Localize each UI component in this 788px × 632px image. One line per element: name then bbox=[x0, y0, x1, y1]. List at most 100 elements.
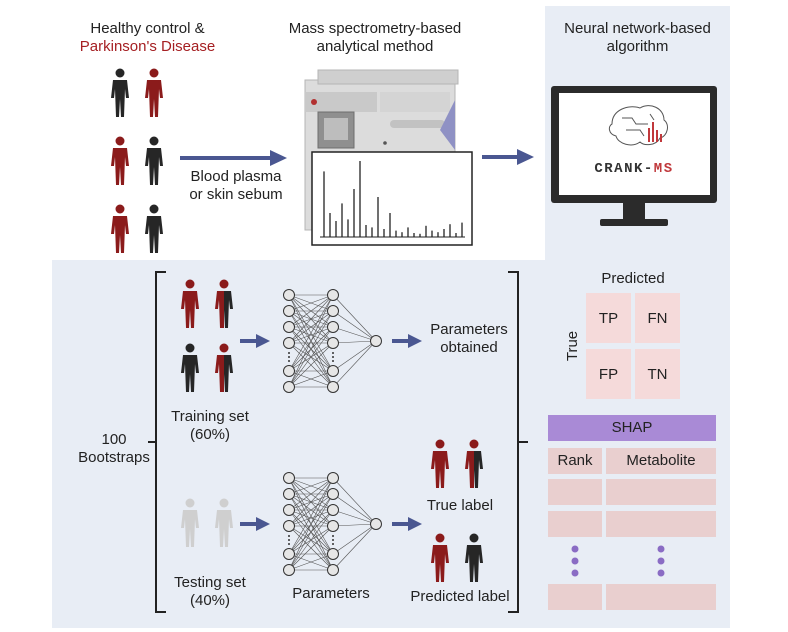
shap-rank-header-cell bbox=[548, 448, 602, 474]
nn-node bbox=[283, 337, 295, 349]
ellipsis-dot bbox=[657, 545, 665, 553]
bootstraps-label: 100 Bootstraps bbox=[72, 431, 156, 467]
nn-node bbox=[327, 472, 339, 484]
nn-connection bbox=[288, 477, 334, 527]
nn-node bbox=[327, 564, 339, 576]
nn-ellipsis-dot bbox=[288, 352, 290, 354]
ellipsis-dot bbox=[657, 557, 665, 565]
nn-connection bbox=[288, 525, 334, 571]
nn-connection bbox=[332, 523, 377, 527]
nn-connection bbox=[288, 294, 334, 372]
arrow-to-labels bbox=[392, 517, 422, 531]
predicted-label-caption: Predicted label bbox=[410, 588, 510, 605]
nn-connection bbox=[288, 553, 334, 571]
fn-cell-text: FN bbox=[647, 310, 668, 327]
nn-connection bbox=[288, 294, 334, 312]
ellipsis-dot bbox=[571, 569, 579, 577]
nn-node bbox=[283, 488, 295, 500]
ellipsis-dot bbox=[571, 557, 579, 565]
shap-row-cell bbox=[548, 584, 602, 610]
arrow-to-testing-network bbox=[240, 517, 270, 531]
nn-ellipsis-dot bbox=[288, 543, 290, 545]
nn-ellipsis-dot bbox=[288, 539, 290, 541]
pd-person-icon bbox=[215, 279, 233, 328]
nn-node bbox=[327, 305, 339, 317]
testing-neural-network bbox=[283, 472, 382, 576]
mass-spectrum-card bbox=[311, 151, 473, 246]
nn-node bbox=[327, 520, 339, 532]
nn-connection bbox=[288, 310, 334, 344]
nn-node bbox=[327, 381, 339, 393]
nn-node bbox=[283, 548, 295, 560]
nn-connection bbox=[288, 370, 334, 388]
true-label-caption: True label bbox=[426, 497, 494, 514]
shap-rank-column: Rank bbox=[557, 452, 593, 469]
shap-row-cell bbox=[606, 511, 716, 537]
nn-connection bbox=[332, 294, 377, 342]
nn-connection bbox=[332, 523, 377, 571]
nn-connection bbox=[332, 340, 377, 372]
tp-cell-text: TP bbox=[598, 310, 619, 327]
nn-connection bbox=[288, 493, 334, 527]
training-line-2: (60%) bbox=[189, 426, 230, 443]
fp-cell-text: FP bbox=[598, 366, 619, 383]
training-people bbox=[181, 279, 233, 392]
testing-people bbox=[181, 498, 233, 547]
nn-connection bbox=[332, 523, 377, 555]
shap-row-cell bbox=[548, 479, 602, 505]
nn-node bbox=[283, 305, 295, 317]
nn-node bbox=[370, 518, 382, 530]
sample-line-1: Blood plasma bbox=[190, 168, 282, 185]
nn-connection bbox=[288, 509, 334, 527]
nn-node bbox=[327, 289, 339, 301]
ms-line-1: Mass spectrometry-based bbox=[288, 20, 462, 37]
spectrum-peaks bbox=[323, 161, 463, 237]
nn-algorithm-label: Neural network-based algorithm bbox=[545, 20, 730, 56]
shap-row-cell bbox=[606, 479, 716, 505]
training-neural-network bbox=[283, 289, 382, 393]
nn-node bbox=[327, 504, 339, 516]
testing-set-label: Testing set (40%) bbox=[160, 574, 260, 610]
nn-connection bbox=[332, 310, 377, 342]
parameters-label: Parameters bbox=[292, 585, 370, 602]
nn-node bbox=[327, 548, 339, 560]
nn-line-2: algorithm bbox=[606, 38, 669, 55]
confusion-cell-fp bbox=[586, 349, 631, 399]
nn-connection bbox=[332, 340, 377, 344]
nn-connection bbox=[288, 294, 334, 328]
healthy-person-icon bbox=[181, 343, 199, 392]
nn-ellipsis-dot bbox=[288, 356, 290, 358]
confusion-cell-tp bbox=[586, 293, 631, 343]
nn-ellipsis-dot bbox=[332, 356, 334, 358]
nn-node bbox=[283, 472, 295, 484]
arrow-to-training-network bbox=[240, 334, 270, 348]
nn-node bbox=[283, 381, 295, 393]
shap-row-cell bbox=[606, 584, 716, 610]
logo-bars bbox=[648, 122, 662, 142]
nn-node bbox=[327, 337, 339, 349]
nn-node bbox=[327, 365, 339, 377]
nn-ellipsis-dot bbox=[332, 539, 334, 541]
nn-connection bbox=[332, 340, 377, 388]
nn-node bbox=[283, 520, 295, 532]
nn-node bbox=[283, 504, 295, 516]
training-line-1: Training set bbox=[171, 408, 249, 425]
nn-ellipsis-dot bbox=[288, 360, 290, 362]
shap-metabolite-column: Metabolite bbox=[626, 452, 696, 469]
pd-person-icon bbox=[431, 533, 449, 582]
true-axis-label: True bbox=[564, 330, 581, 362]
cohort-label: Healthy control & Parkinson's Disease bbox=[55, 20, 240, 56]
nn-connection bbox=[288, 326, 334, 388]
healthy-person-icon bbox=[465, 533, 483, 582]
predicted-label-people bbox=[431, 533, 483, 582]
bootstrap-bracket bbox=[148, 271, 528, 613]
params-obtained-line-1: Parameters bbox=[430, 321, 508, 338]
bootstraps-count: 100 bbox=[101, 431, 127, 448]
cohort-line-2: Parkinson's Disease bbox=[79, 38, 216, 55]
crank-ms-logo: CRANK-MS bbox=[594, 161, 673, 177]
nn-connection bbox=[288, 477, 334, 495]
nn-connection bbox=[332, 509, 377, 525]
nn-connection bbox=[288, 294, 334, 344]
nn-connection bbox=[288, 310, 334, 388]
nn-line-1: Neural network-based bbox=[564, 20, 711, 37]
